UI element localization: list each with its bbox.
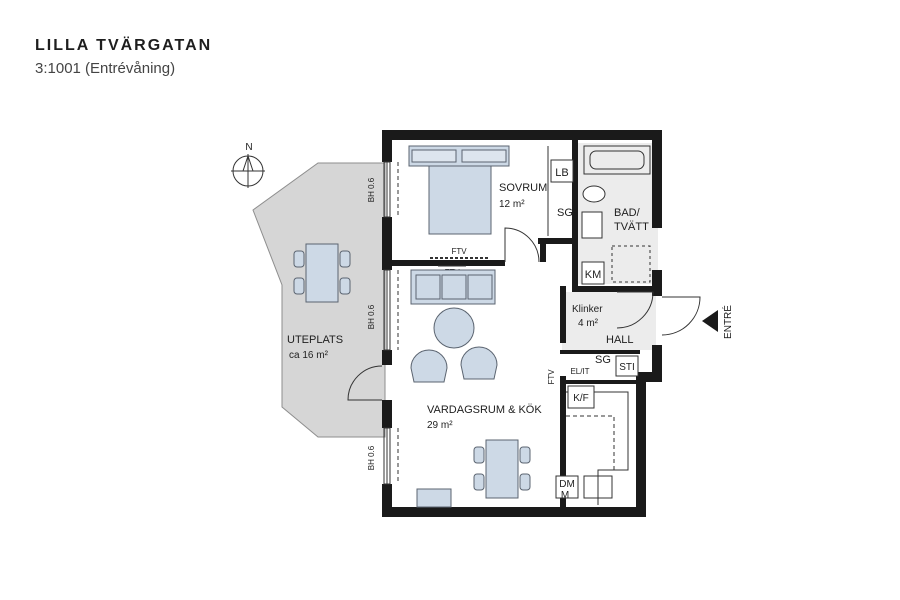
fixture-km: KM [581,261,605,285]
washing-machine [611,245,651,283]
room-vardagsrum-name: VARDAGSRUM & KÖK [427,404,542,416]
room-hall-area: 4 m² [578,318,599,329]
double-bed [408,145,510,235]
fixture-kf: K/F [567,385,595,409]
ftv-bedroom: FTV [430,247,490,259]
compass-north-label: N [245,142,252,153]
exterior-walls [382,130,662,517]
room-bad-name-2: TVÄTT [614,221,649,233]
terrace-table [293,243,351,303]
svg-text:STI: STI [619,362,635,373]
bathtub [583,145,651,175]
plan-subtitle: 3:1001 (Entrévåning) [35,60,176,77]
svg-text:M: M [561,490,569,501]
fixture-dm: DM M [555,475,579,501]
bedroom-door [504,227,540,263]
armchair [410,346,498,383]
west-windows [383,161,399,485]
fixture-lb: LB [550,159,574,183]
svg-text:K/F: K/F [573,393,589,404]
room-uteplats-area: ca 16 m² [289,350,329,361]
hall-floor [562,292,656,350]
fixture-sg-hall: SG [595,354,611,366]
window-bh-label: BH 0.6 [367,304,376,329]
sofa [410,269,496,305]
dining-table [473,439,531,499]
tv-bench [416,488,452,508]
room-hall-name: HALL [606,334,634,346]
entrance-arrow-icon [702,310,718,332]
window-bh-label: BH 0.6 [367,445,376,470]
fixture-sti: STI [615,355,639,377]
terrace-door [347,365,383,401]
room-hall-floor: Klinker [572,304,603,315]
sink [581,211,603,239]
toilet [582,185,606,203]
svg-text:KM: KM [585,269,602,281]
bathroom-door [616,291,654,329]
fixture-elit: EL/IT [570,367,589,376]
room-vardagsrum-area: 29 m² [427,420,453,431]
room-sovrum-area: 12 m² [499,199,525,210]
kitchen-counter [566,391,629,505]
window-bh-label: BH 0.6 [367,177,376,202]
svg-text:LB: LB [555,167,568,179]
svg-text:FTV: FTV [451,247,467,256]
fixture-sg-bedroom: SG [557,207,573,219]
room-bad-name: BAD/ [614,207,641,219]
ftv-hall: FTV [547,369,556,385]
svg-text:DM: DM [559,479,575,490]
interior-walls [392,140,656,507]
compass: N [231,142,265,188]
svg-text:ENTRÉ: ENTRÉ [721,305,734,339]
coffee-table [433,307,475,349]
room-sovrum-name: SOVRUM [499,182,547,194]
entrance-marker: ENTRÉ [702,305,734,339]
plan-title: LILLA TVÄRGATAN [35,37,213,54]
room-uteplats-name: UTEPLATS [287,334,343,346]
entrance-door [661,296,701,336]
